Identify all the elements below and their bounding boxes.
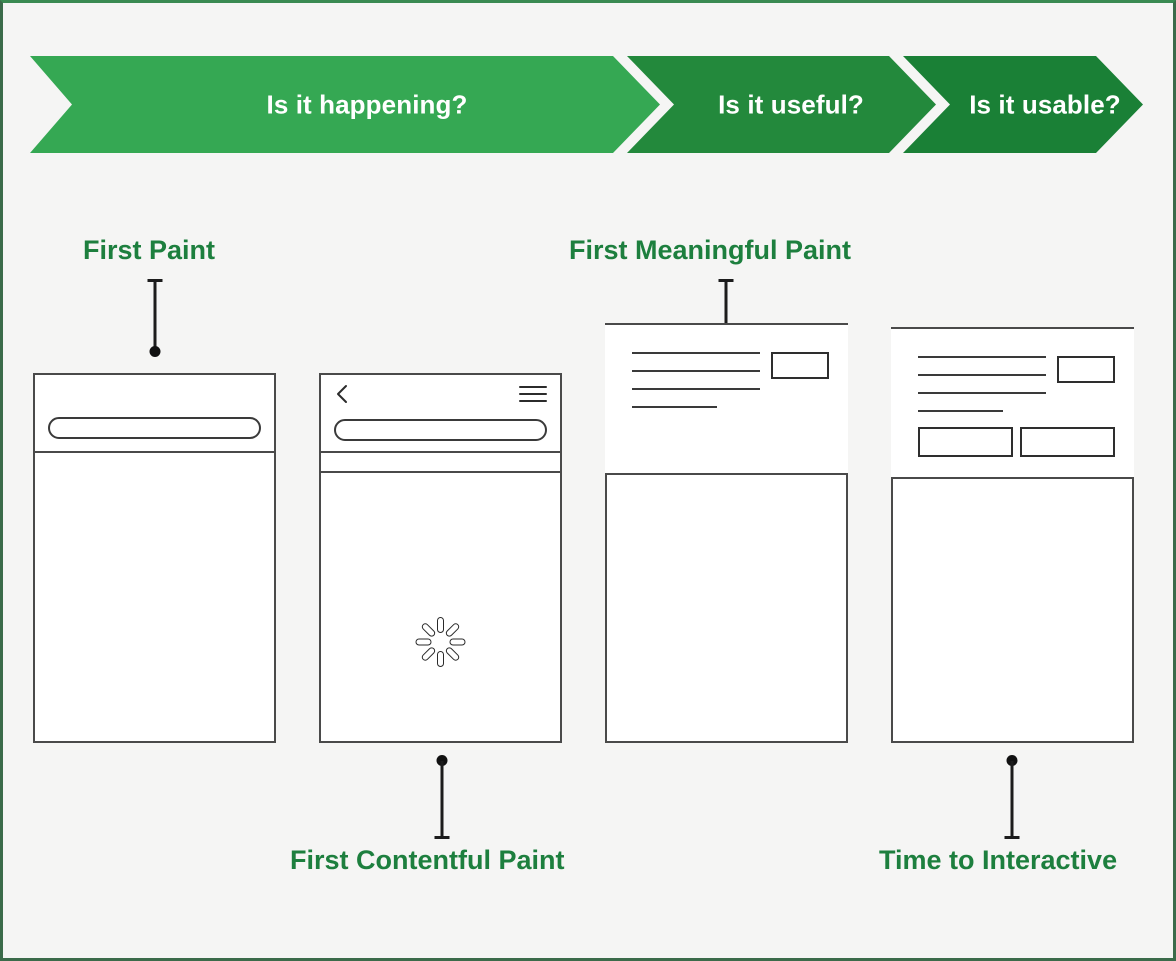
menu-bar	[519, 400, 547, 402]
text-line	[632, 388, 760, 390]
chrome-controls-row	[321, 375, 560, 411]
hamburger-menu-icon[interactable]	[519, 386, 547, 403]
phone-mockup-time-to-interactive	[891, 327, 1134, 743]
spinner-spoke	[449, 638, 466, 646]
spinner-spoke	[420, 645, 437, 663]
phase-banner-shapes	[30, 56, 1143, 153]
text-line	[918, 374, 1046, 376]
metric-label-time-to-interactive: Time to Interactive	[879, 845, 1118, 875]
loading-spinner-icon	[415, 616, 467, 668]
address-bar[interactable]	[334, 419, 547, 441]
text-line	[632, 406, 717, 408]
metric-label-first-meaningful-paint: First Meaningful Paint	[569, 235, 852, 265]
text-placeholder-lines	[632, 352, 760, 408]
phase-segment-happening[interactable]	[30, 56, 660, 153]
spinner-spoke	[444, 621, 461, 639]
metric-label-first-paint: First Paint	[83, 235, 216, 265]
spinner-spoke	[444, 645, 461, 663]
leader-stem	[1010, 761, 1014, 837]
phase-banner: Is it happening? Is it useful? Is it usa…	[30, 56, 1143, 153]
leader-stem	[153, 280, 157, 351]
phone-mockup-first-paint	[33, 373, 276, 743]
text-placeholder-lines	[918, 356, 1046, 412]
text-line	[632, 370, 760, 372]
spinner-spoke	[420, 621, 437, 639]
image-placeholder	[1057, 356, 1115, 383]
content-card	[605, 323, 848, 475]
menu-bar	[519, 393, 547, 395]
browser-chrome	[321, 375, 560, 453]
leader-line-time-to-interactive	[1000, 755, 1024, 839]
phase-segment-usable[interactable]	[903, 56, 1143, 153]
leader-dot	[1006, 755, 1018, 766]
leader-dot	[436, 755, 448, 766]
action-button-left[interactable]	[918, 427, 1013, 457]
phone-mockup-first-meaningful-paint	[605, 323, 848, 743]
phase-segment-useful[interactable]	[627, 56, 936, 153]
chevron-left-icon[interactable]	[335, 384, 349, 404]
spinner-spoke	[437, 617, 444, 633]
image-placeholder	[771, 352, 829, 379]
address-bar[interactable]	[48, 417, 261, 439]
action-button-row	[918, 427, 1115, 457]
action-button-right[interactable]	[1020, 427, 1115, 457]
leader-stem	[724, 280, 728, 351]
text-line	[918, 392, 1046, 394]
text-line	[918, 410, 1003, 412]
leader-cap	[434, 836, 450, 839]
browser-chrome	[35, 375, 274, 453]
spinner-spoke	[415, 638, 432, 646]
spinner-spoke	[437, 651, 444, 667]
content-card	[891, 327, 1134, 479]
text-line	[632, 352, 760, 354]
leader-cap	[1004, 836, 1020, 839]
leader-line-first-paint	[143, 279, 167, 357]
metric-label-first-contentful-paint: First Contentful Paint	[290, 845, 565, 875]
secondary-bar	[321, 453, 560, 473]
text-line	[918, 356, 1046, 358]
leader-stem	[440, 761, 444, 837]
phone-mockup-first-contentful-paint	[319, 373, 562, 743]
leader-dot	[149, 346, 161, 357]
menu-bar	[519, 386, 547, 388]
leader-line-first-contentful-paint	[430, 755, 454, 839]
